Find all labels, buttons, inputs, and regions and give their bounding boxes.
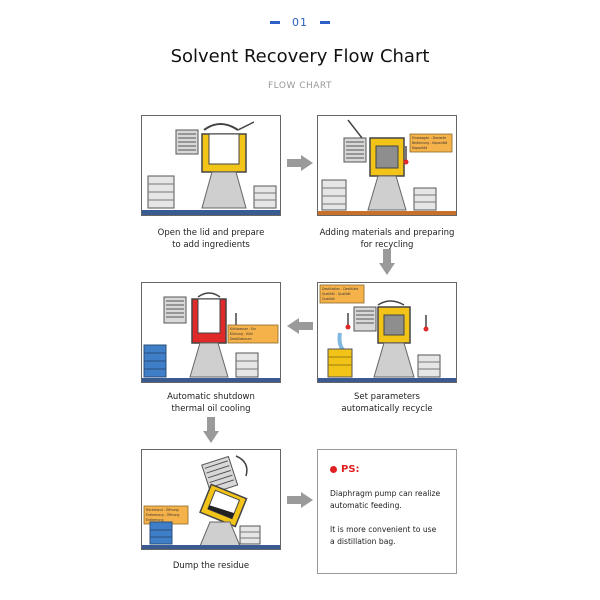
step-4-caption: Set parameters automatically recycle [297,391,477,415]
solvent-drum-yellow [327,348,353,378]
step-2-caption-line1: Adding materials and preparing [319,228,455,238]
page-subtitle: FLOW CHART [267,81,333,91]
condenser-coil [343,137,367,163]
ps-label: PS: [341,464,360,475]
tag-line: Kühlwasser - Ein [230,327,256,331]
step-2-illustration: Einwaagen - Dosierte Bedienung - Kapazit… [317,115,457,216]
step-2-caption: Adding materials and preparing for recyc… [297,227,477,251]
floor-bar [318,211,456,215]
page-title: Solvent Recovery Flow Chart [170,46,430,67]
step-5-caption-line1: Dump the residue [172,561,250,571]
tag-line: Qualität [322,297,335,301]
step-2-caption-line2: for recycling [360,240,414,250]
tag-line: Destillatraum [230,337,252,341]
step-1-illustration [141,115,281,216]
step-3-caption: Automatic shutdown thermal oil cooling [121,391,301,415]
step-1-caption-line1: Open the lid and prepare [157,228,265,238]
solvent-drum-right [235,352,259,378]
step-5-illustration: Rückstand - Öffnung Entleerung - Öffnung… [141,449,281,550]
inner-tank [197,298,221,334]
solvent-drum-right [253,185,277,209]
solvent-drum-blue [143,344,167,378]
tag-line: Entleerung [146,518,163,522]
floor-bar [142,378,280,382]
parameter-tag: Rückstand - Öffnung Entleerung - Öffnung… [143,505,189,525]
step-indicator-bar-right [320,20,330,24]
step-3-caption-line2: thermal oil cooling [171,404,251,414]
closed-lid [377,300,405,306]
machine-stand [201,171,247,209]
parameter-tag: Einwaagen - Dosierte Bedienung - Kapazit… [409,133,453,153]
tag-line: Kühlung - Kühl [230,332,253,336]
condenser-coil [163,296,187,324]
step-indicator-bar-left [270,20,280,24]
ps-text-line: Diaphragm pump can realize [330,489,441,498]
floor-bar [318,378,456,382]
tag-line: Rückstand - Öffnung [146,507,179,512]
step-1-caption-line2: to add ingredients [172,240,250,250]
ps-text-line: a distillation bag. [330,537,396,546]
tag-line: Kapazität [412,146,428,150]
open-lid [347,119,363,139]
arrow-left-1 [287,318,313,334]
tag-line: Bedienung - Kapazität [412,141,448,145]
solvent-drum-right [417,354,441,378]
step-4-illustration: Destillation - Destillate Qualität - Qua… [317,282,457,383]
arrow-right-2 [287,492,313,508]
red-dot-icon [330,466,337,473]
residue [207,505,235,519]
machine-stand [189,342,229,378]
ps-note-box: PS: Diaphragm pump can realize automatic… [317,449,457,574]
condenser-coil [175,129,199,155]
machine-stand [367,175,407,211]
arrow-down-1 [379,249,395,275]
step-number: 01 [292,15,308,29]
solvent-drum-left [321,179,347,211]
parameter-tag: Kühlwasser - Ein Kühlung - Kühl Destilla… [227,324,279,344]
floor-bar [142,545,280,549]
solvent-drum-right [413,187,437,211]
step-3-caption-line1: Automatic shutdown [167,392,255,402]
loaded-material [383,314,405,336]
inner-tank [208,133,240,165]
ps-text-line: automatic feeding. [330,501,402,510]
machine-stand [373,342,415,378]
arrow-down-2 [203,417,219,443]
closed-lid [197,292,221,298]
parameter-tag: Destillation - Destillate Qualität - Qua… [319,284,365,304]
tilted-vessel [199,483,248,528]
open-lid [235,455,248,477]
solvent-drum-left [147,175,175,209]
open-lid [203,123,239,131]
arrow-right-1 [287,155,313,171]
step-3-illustration: Kühlwasser - Ein Kühlung - Kühl Destilla… [141,282,281,383]
step-1-caption: Open the lid and prepare to add ingredie… [121,227,301,251]
tag-line: Einwaagen - Dosierte [412,136,446,140]
step-4-caption-line1: Set parameters [354,392,420,402]
floor-bar [142,210,280,215]
tag-line: Entleerung - Öffnung [146,512,179,517]
ps-header: PS: [330,464,446,475]
ps-text-line: It is more convenient to use [330,525,437,534]
solvent-drum-right [239,525,261,545]
step-4-caption-line2: automatically recycle [341,404,433,414]
tag-line: Qualität - Qualität [322,292,351,296]
tag-line: Destillation - Destillate [322,287,358,291]
step-indicator: 01 [0,14,600,30]
feed-hose [337,332,346,353]
step-5-caption: Dump the residue [121,560,301,572]
condenser-coil [353,306,377,332]
loaded-material [375,145,399,169]
residue-drum-blue [149,521,173,545]
